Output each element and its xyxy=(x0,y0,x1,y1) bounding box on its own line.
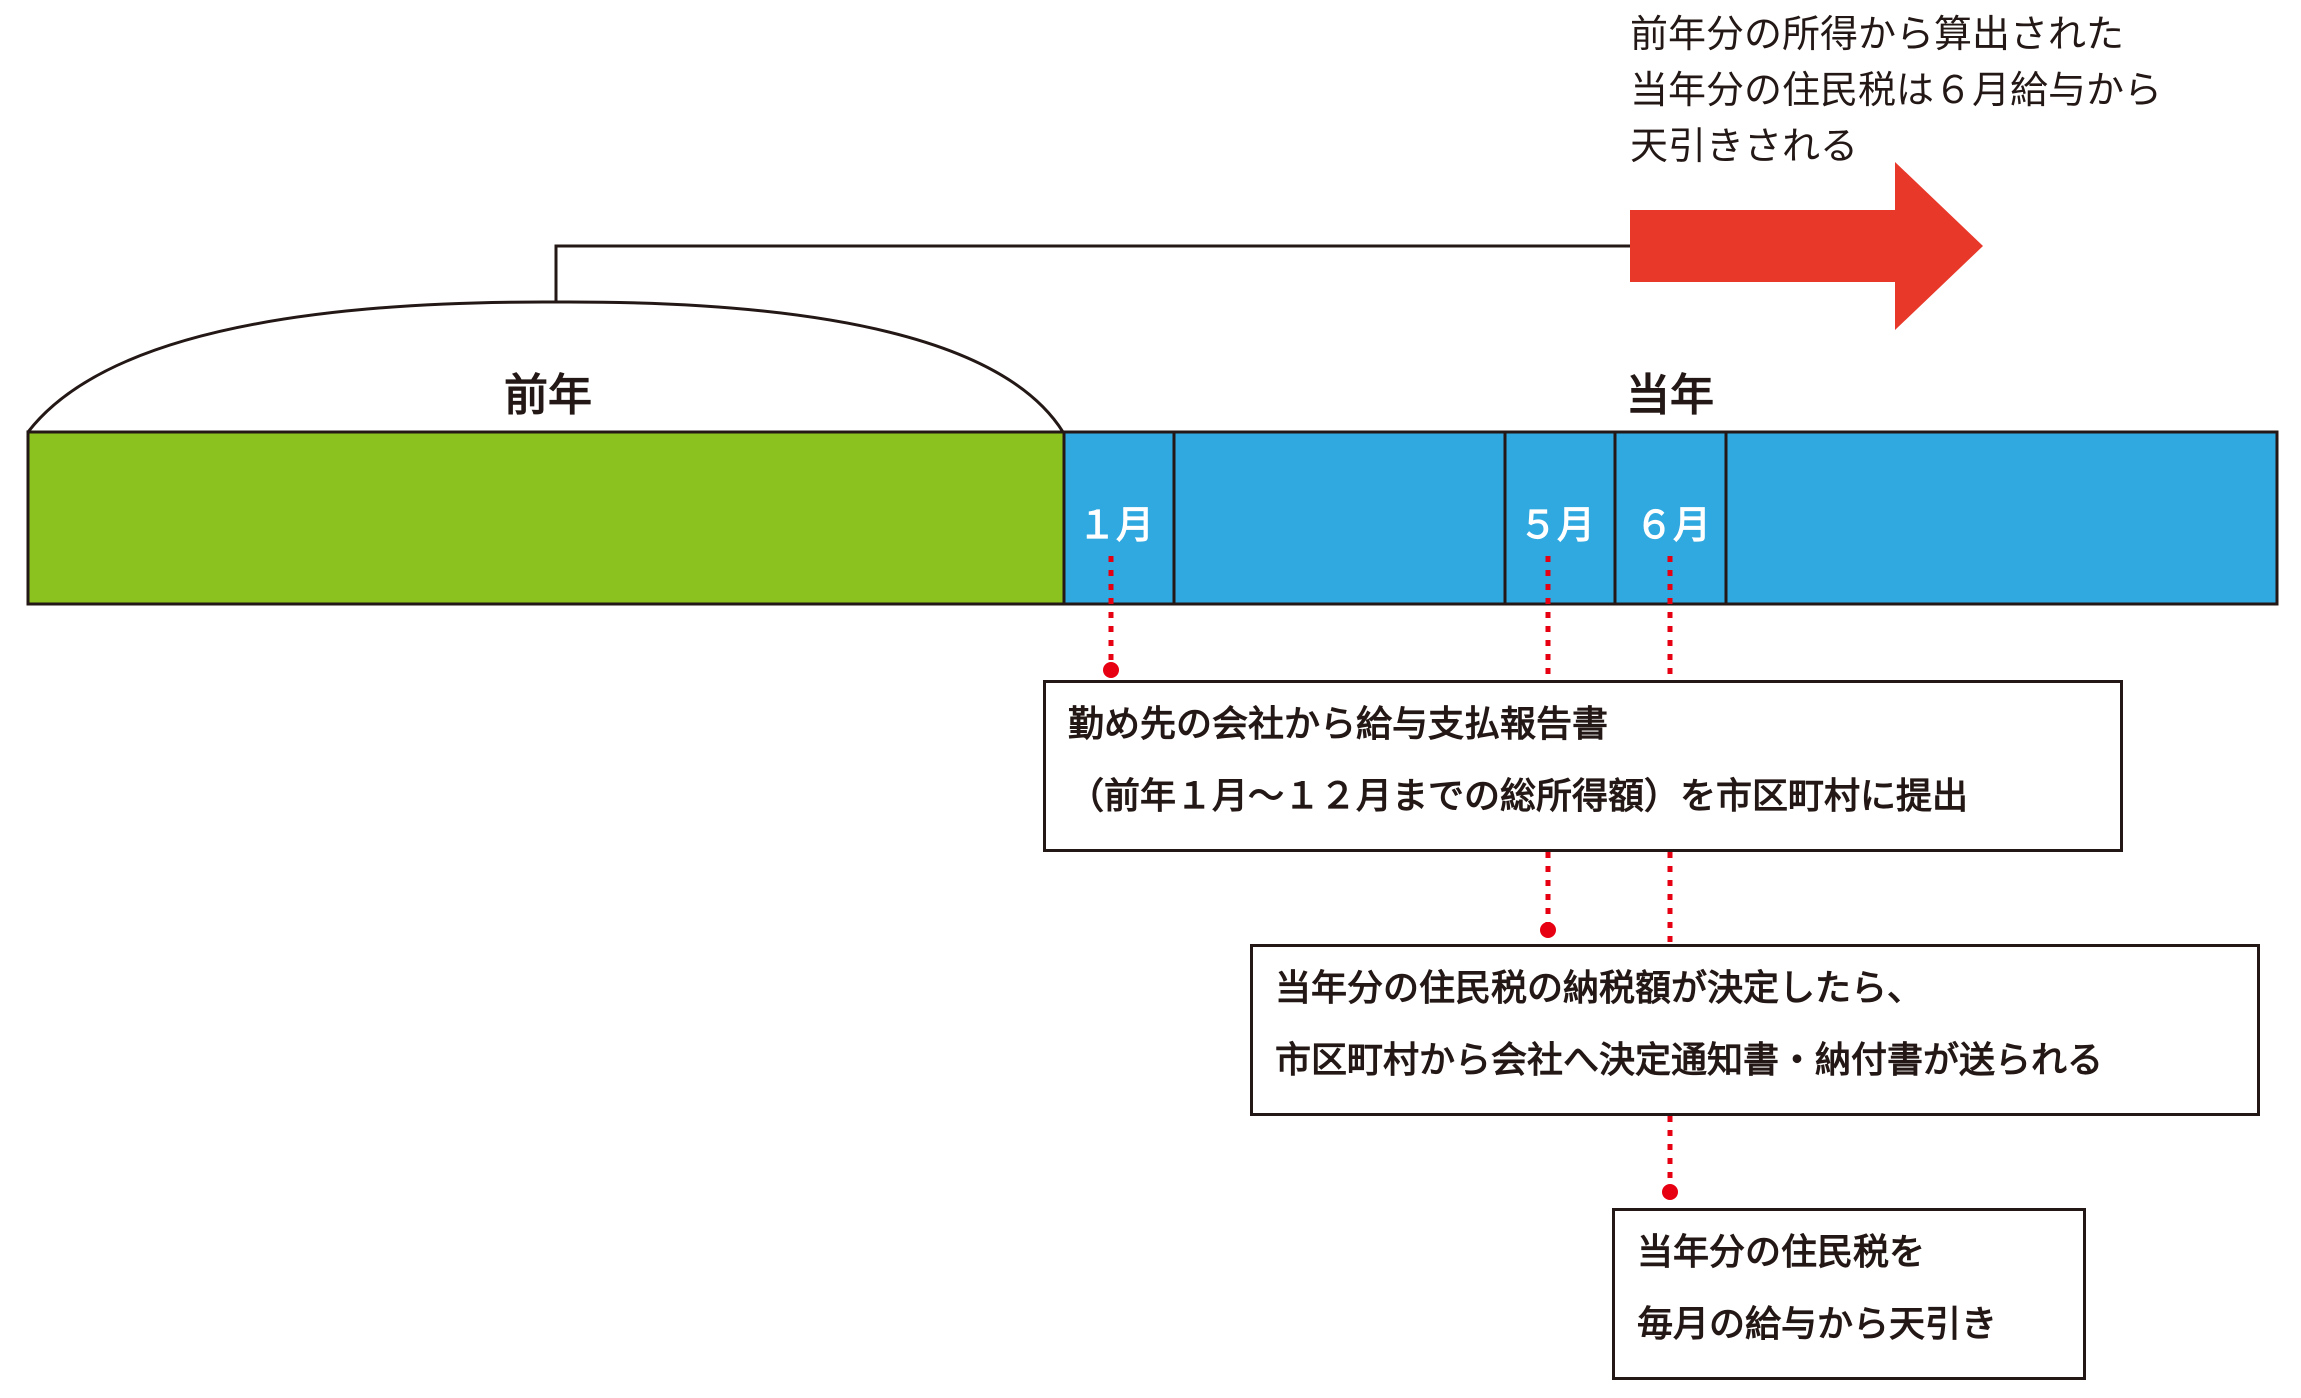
note-line: 市区町村から会社へ決定通知書・納付書が送られる xyxy=(1275,1040,2104,1081)
month-label-jan: １月 xyxy=(1078,503,1154,547)
previous-year-bar xyxy=(26,430,1066,606)
top-note: 前年分の所得から算出された 当年分の住民税は６月給与から 天引きされる xyxy=(1630,6,2162,174)
previous-year-arc xyxy=(26,300,1065,433)
connector-dot-jan xyxy=(1103,662,1119,678)
bracket-line xyxy=(554,244,1630,302)
top-note-line: 当年分の住民税は６月給与から xyxy=(1630,68,2163,112)
note-line: 当年分の住民税を xyxy=(1637,1232,1926,1273)
month-label-may: ５月 xyxy=(1519,503,1595,547)
red-arrow-icon xyxy=(1630,162,1983,330)
current-year-label: 当年 xyxy=(1626,370,1714,421)
connector-dot-jun xyxy=(1662,1184,1678,1200)
previous-year-label: 前年 xyxy=(504,370,592,421)
top-note-line: 前年分の所得から算出された xyxy=(1630,12,2125,56)
note-line: 毎月の給与から天引き xyxy=(1637,1304,1998,1345)
month-label-jun: ６月 xyxy=(1635,503,1711,547)
top-note-line: 天引きされる xyxy=(1630,124,1859,168)
note-line: 勤め先の会社から給与支払報告書 xyxy=(1068,704,1609,745)
note-box-monthly-deduction: 当年分の住民税を 毎月の給与から天引き xyxy=(1612,1208,2086,1380)
note-line: （前年１月〜１２月までの総所得額）を市区町村に提出 xyxy=(1068,776,1969,817)
note-box-tax-decision: 当年分の住民税の納税額が決定したら、 市区町村から会社へ決定通知書・納付書が送ら… xyxy=(1250,944,2260,1116)
note-line: 当年分の住民税の納税額が決定したら、 xyxy=(1275,968,1924,1009)
connector-dot-may xyxy=(1540,922,1556,938)
note-box-report-submission: 勤め先の会社から給与支払報告書 （前年１月〜１２月までの総所得額）を市区町村に提… xyxy=(1043,680,2123,852)
